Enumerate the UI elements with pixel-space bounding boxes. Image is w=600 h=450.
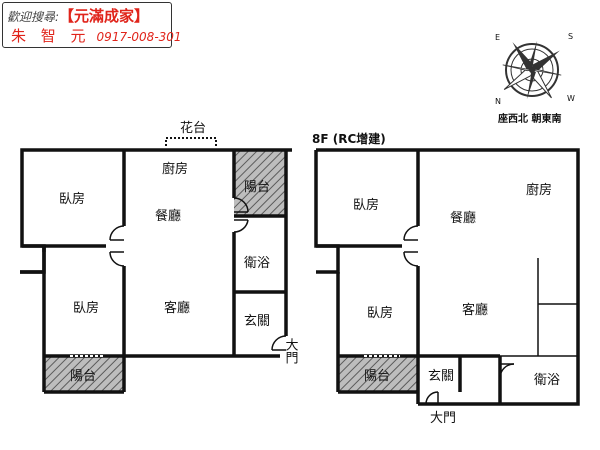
right-bedroom-bottom-label: 臥房: [367, 305, 393, 321]
left-dining-label: 餐廳: [155, 208, 181, 224]
right-kitchen-label: 廚房: [526, 182, 552, 198]
compass-s: S: [568, 32, 573, 41]
contact-banner: 歡迎搜尋:【元滿成家】 朱 智 元 0917-008-301: [2, 2, 182, 48]
left-bathroom-label: 衛浴: [244, 256, 270, 271]
right-living-label: 客廳: [462, 302, 488, 318]
right-bedroom-top-label: 臥房: [353, 197, 379, 213]
left-bedroom-top-label: 臥房: [59, 191, 85, 207]
left-balcony-bottom-label: 陽台: [70, 369, 96, 384]
banner-line-2: 朱 智 元 0917-008-301: [11, 25, 182, 46]
compass-n: N: [495, 97, 501, 106]
phone-number: 0917-008-301: [96, 30, 182, 44]
left-bedroom-bottom-label: 臥房: [73, 300, 99, 316]
flower-terrace-label: 花台: [180, 120, 206, 136]
compass-e: E: [495, 33, 500, 42]
right-dining-label: 餐廳: [450, 210, 476, 226]
left-floor-plan: 花台 臥房 廚房 陽台 餐廳 衛浴 臥房 客廳 玄關 陽台 大門: [20, 120, 299, 394]
left-main-door-label: 大門: [283, 338, 299, 365]
left-kitchen-label: 廚房: [162, 161, 188, 177]
right-balcony-label: 陽台: [364, 369, 390, 384]
right-balcony-hatch: [338, 356, 418, 392]
left-living-label: 客廳: [164, 300, 190, 316]
search-label: 歡迎搜尋:: [7, 10, 60, 24]
right-main-door-label: 大門: [430, 411, 456, 426]
left-balcony-top-label: 陽台: [244, 180, 270, 195]
right-floor-plan: 8F (RC增建): [312, 131, 580, 426]
right-foyer-label: 玄關: [428, 369, 454, 384]
agent-name: 朱 智 元: [11, 27, 91, 45]
compass-w: W: [567, 94, 575, 103]
balcony-top-hatch: [234, 150, 286, 216]
orientation-label: 座西北 朝東南: [497, 112, 561, 125]
right-bathroom-label: 衛浴: [534, 373, 560, 388]
banner-line-1: 歡迎搜尋:【元滿成家】: [7, 5, 149, 26]
brand-name: 【元滿成家】: [59, 7, 150, 25]
right-plan-title: 8F (RC增建): [312, 131, 386, 146]
left-foyer-label: 玄關: [244, 314, 270, 329]
balcony-bottom-hatch: [44, 356, 124, 392]
compass-icon: S W N E: [495, 32, 575, 106]
